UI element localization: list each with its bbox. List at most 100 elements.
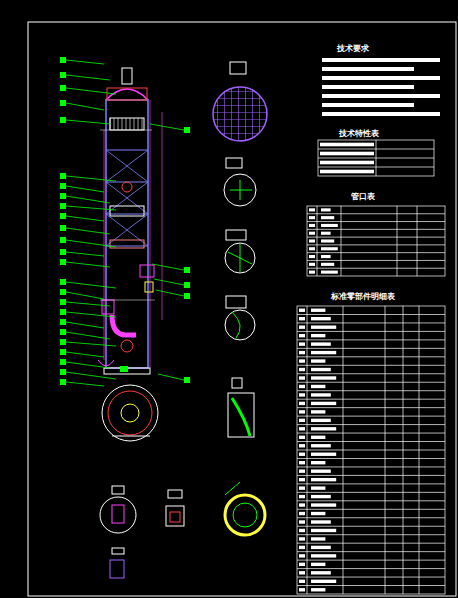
table-row-line — [297, 322, 445, 323]
text-bar — [321, 232, 331, 235]
callout-box — [60, 369, 66, 375]
heading-label: 技术要求 — [336, 44, 370, 54]
table-row-line — [297, 534, 445, 535]
leader-line — [66, 322, 104, 328]
callout-box — [184, 127, 190, 133]
text-bar — [299, 419, 305, 422]
table-row-line — [297, 577, 445, 578]
callout-box — [60, 72, 66, 78]
table-row-line — [297, 441, 445, 442]
heading-label: 管口表 — [350, 192, 376, 202]
leader-line — [66, 292, 104, 299]
callout-box — [60, 349, 66, 355]
text-bar — [311, 419, 331, 422]
text-bar — [311, 571, 331, 574]
table-col-line — [376, 140, 377, 176]
leader-line — [66, 228, 110, 234]
table-row-line — [297, 331, 445, 332]
text-bar — [299, 385, 305, 388]
table-row-line — [297, 466, 445, 467]
heading-label: 技术特性表 — [338, 129, 380, 139]
text-bar — [322, 112, 440, 116]
sheet-frame — [28, 22, 456, 596]
leader-line — [66, 262, 110, 267]
text-bar — [311, 385, 325, 388]
text-bar — [299, 486, 305, 489]
text-bar — [309, 239, 315, 242]
callout-box — [60, 249, 66, 255]
text-bar — [299, 410, 305, 413]
text-bar — [320, 143, 374, 147]
table-col-line — [343, 306, 344, 594]
leader-line — [66, 120, 110, 124]
table-row-line — [297, 568, 445, 569]
text-bar — [299, 453, 305, 456]
text-bar — [299, 317, 305, 320]
text-bar — [320, 161, 374, 165]
table-row-line — [307, 260, 445, 261]
text-bar — [299, 325, 305, 328]
leader-line — [66, 332, 110, 339]
leader-line — [66, 312, 116, 317]
callout-box — [60, 237, 66, 243]
text-bar — [311, 588, 325, 591]
table-row-line — [307, 252, 445, 253]
table-row-line — [297, 450, 445, 451]
text-bar — [311, 325, 336, 328]
callout-box — [60, 213, 66, 219]
table-row-line — [297, 373, 445, 374]
leader-line — [154, 279, 184, 285]
table-row-line — [307, 229, 445, 230]
text-bar — [321, 247, 338, 250]
table-row-line — [307, 244, 445, 245]
text-bar — [299, 402, 305, 405]
leader-line — [66, 382, 104, 386]
leader-line — [66, 352, 104, 357]
leader-line — [66, 206, 116, 210]
text-bar — [311, 563, 325, 566]
text-bar — [311, 427, 336, 430]
table-row-line — [297, 560, 445, 561]
text-bar — [311, 461, 325, 464]
table-row-line — [307, 213, 445, 214]
table-row-line — [297, 585, 445, 586]
text-bar — [311, 529, 336, 532]
text-bar — [311, 503, 336, 506]
callout-box — [60, 173, 66, 179]
text-bar — [321, 239, 334, 242]
table-row-line — [297, 500, 445, 501]
callout-box — [60, 225, 66, 231]
text-bar — [320, 152, 374, 156]
leader-line — [66, 103, 104, 110]
text-bar — [299, 436, 305, 439]
callout-box — [60, 299, 66, 305]
text-bar — [311, 317, 331, 320]
text-bar — [311, 436, 325, 439]
callout-box — [60, 359, 66, 365]
table-row-line — [307, 237, 445, 238]
text-bar — [311, 334, 325, 337]
text-bar — [311, 520, 331, 523]
callout-box — [184, 293, 190, 299]
table-col-line — [403, 306, 404, 594]
text-bar — [299, 588, 305, 591]
callout-box — [60, 183, 66, 189]
table-row-line — [297, 365, 445, 366]
table-col-line — [317, 206, 318, 276]
table-col-line — [397, 206, 398, 276]
callout-box — [60, 193, 66, 199]
table-row-line — [307, 221, 445, 222]
tables — [297, 140, 445, 594]
callout-box — [60, 259, 66, 265]
table-col-line — [385, 306, 386, 594]
text-bar — [299, 342, 305, 345]
callout-box — [60, 309, 66, 315]
leader-lines — [60, 57, 190, 386]
text-bar — [311, 495, 331, 498]
leader-line — [66, 342, 116, 346]
text-bar — [299, 444, 305, 447]
text-bar — [311, 342, 331, 345]
table-row-line — [297, 509, 445, 510]
text-bar — [322, 58, 440, 62]
leader-line — [66, 60, 104, 64]
